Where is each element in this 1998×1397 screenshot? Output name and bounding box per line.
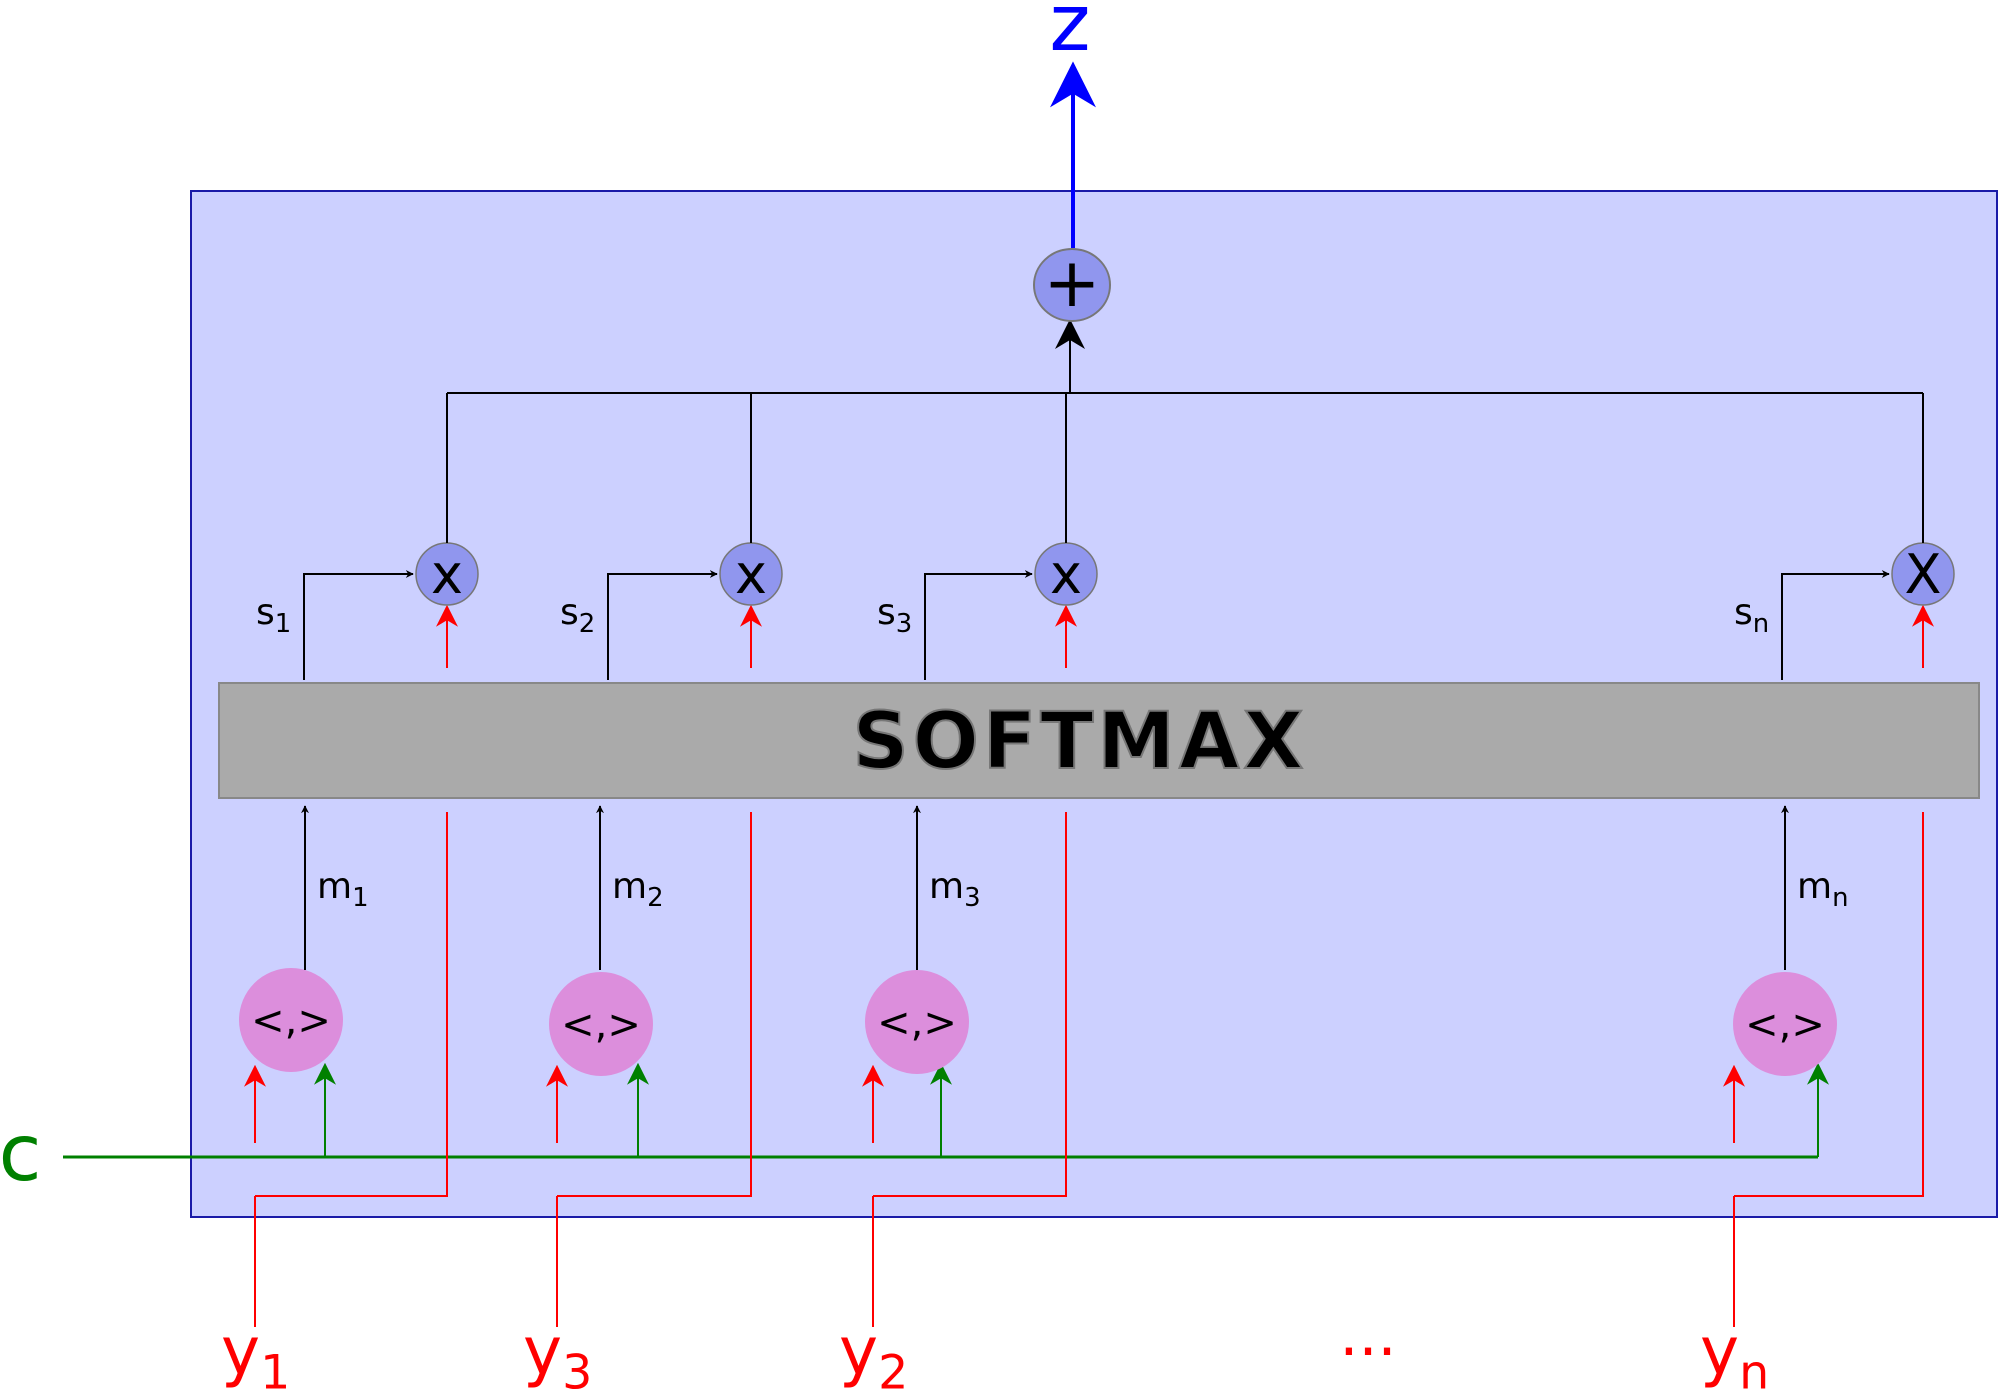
input-label: yn: [1700, 1313, 1769, 1397]
input-label: y2: [839, 1313, 908, 1397]
input-label: y3: [523, 1313, 592, 1397]
input-label-base: y: [221, 1313, 260, 1390]
input-label-sub: 2: [878, 1346, 908, 1397]
score-label-sub: 2: [647, 883, 663, 913]
score-label-sub: n: [1832, 883, 1848, 913]
input-label-sub: n: [1739, 1346, 1769, 1397]
score-label-sub: 3: [964, 883, 980, 913]
score-label-sub: 1: [352, 883, 368, 913]
multiply-symbol: x: [1050, 543, 1082, 606]
weight-label-sub: 1: [275, 609, 291, 639]
sum-symbol: +: [1044, 244, 1101, 323]
weight-label-base: s: [560, 592, 579, 633]
score-label-base: m: [317, 866, 352, 907]
weight-label-sub: 3: [896, 609, 912, 639]
input-label-base: y: [523, 1313, 562, 1390]
dot-product-symbol: <,>: [877, 1000, 957, 1046]
multiply-symbol: X: [1905, 543, 1942, 606]
input-label: y1: [221, 1313, 290, 1397]
weight-label-base: s: [877, 592, 896, 633]
weight-label-sub: 2: [579, 609, 595, 639]
score-label-base: m: [612, 866, 647, 907]
input-branch: [1734, 812, 1924, 1197]
input-label-sub: 3: [562, 1346, 592, 1397]
dot-product-node: [239, 968, 343, 1072]
weight-label-base: s: [256, 592, 275, 633]
input-label-base: y: [1700, 1313, 1739, 1390]
score-label-base: m: [929, 866, 964, 907]
weight-label: s3: [877, 592, 912, 639]
multiply-symbol: x: [431, 543, 463, 606]
score-label: m2: [612, 866, 664, 913]
weight-label: sn: [1734, 592, 1769, 639]
score-label: m3: [929, 866, 981, 913]
softmax-label: SOFTMAX: [852, 697, 1307, 787]
input-label-sub: 1: [260, 1346, 290, 1397]
weight-label-sub: n: [1753, 609, 1769, 639]
score-label-base: m: [1797, 866, 1832, 907]
sum-node: [1033, 248, 1111, 322]
output-label: z: [1050, 0, 1091, 69]
dot-product-node: [865, 970, 969, 1074]
score-label: mn: [1797, 866, 1849, 913]
dot-product-symbol: <,>: [561, 1002, 641, 1048]
weight-label: s2: [560, 592, 595, 639]
ellipsis: ...: [1339, 1300, 1396, 1370]
weight-label: s1: [256, 592, 291, 639]
dot-product-node: [1733, 972, 1837, 1076]
input-branch: [255, 812, 448, 1197]
dot-product-symbol: <,>: [1745, 1002, 1825, 1048]
dot-product-node: [549, 972, 653, 1076]
weight-path: [924, 570, 1033, 680]
input-branch: [557, 812, 752, 1197]
dot-product-symbol: <,>: [251, 998, 331, 1044]
input-branch: [873, 812, 1067, 1197]
input-label-base: y: [839, 1313, 878, 1390]
context-label: c: [0, 1109, 41, 1199]
softmax-bar: [218, 682, 1980, 799]
weight-path: [303, 570, 414, 680]
score-label: m1: [317, 866, 369, 913]
weight-path: [1781, 570, 1890, 680]
multiply-symbol: x: [735, 543, 767, 606]
weight-label-base: s: [1734, 592, 1753, 633]
weight-path: [607, 570, 718, 680]
